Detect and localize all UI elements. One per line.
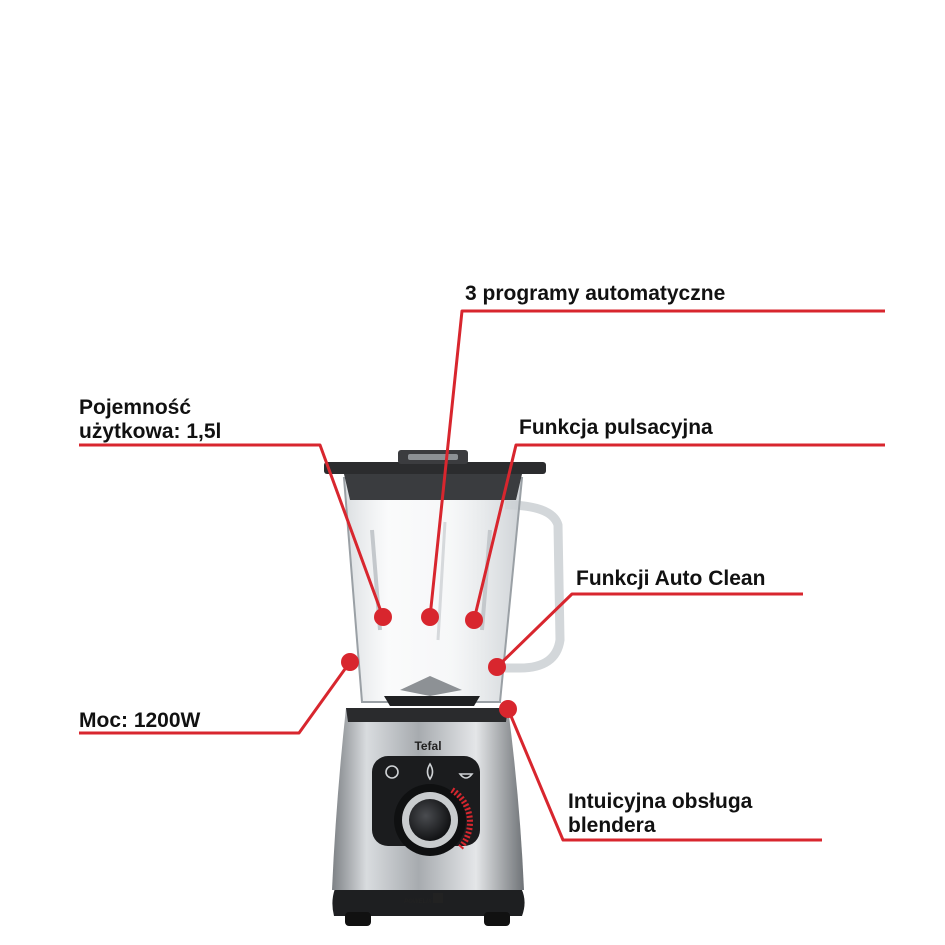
interface-leader — [506, 708, 822, 842]
smoothie-icon[interactable] — [385, 765, 399, 779]
programs-dot — [421, 608, 439, 626]
autoclean-dot — [488, 658, 506, 676]
power-label: Moc: 1200W — [79, 709, 200, 733]
autoclean-text: Funkcji Auto Clean — [576, 567, 766, 590]
ice-crush-icon[interactable] — [426, 762, 434, 781]
interface-text-line2: blendera — [568, 814, 656, 837]
interface-label: Intuicyjna obsługa blendera — [568, 790, 752, 838]
powelix-logo: POWELIX — [404, 899, 433, 905]
speed-dial[interactable] — [394, 784, 473, 856]
capacity-dot — [374, 608, 392, 626]
interface-dot — [499, 700, 517, 718]
power-text: Moc: 1200W — [79, 709, 201, 732]
power-leader — [79, 661, 352, 735]
autoclean-label: Funkcji Auto Clean — [576, 567, 765, 591]
powelix-x-icon — [433, 893, 443, 903]
callout-lines — [79, 309, 885, 842]
pulse-text: Funkcja pulsacyjna — [519, 416, 713, 439]
capacity-text-line1: Pojemność — [79, 396, 192, 419]
capacity-label: Pojemność użytkowa: 1,5l — [79, 396, 221, 444]
pulse-dot — [465, 611, 483, 629]
programs-label: 3 programy automatyczne — [465, 282, 725, 306]
capacity-text-line2: użytkowa: 1,5l — [79, 420, 222, 443]
pulse-leader — [472, 443, 885, 621]
capacity-leader — [79, 443, 385, 618]
callout-dots — [341, 608, 517, 718]
brand-logo: Tefal — [414, 739, 441, 753]
programs-text: 3 programy automatyczne — [465, 282, 726, 305]
interface-text-line1: Intuicyjna obsługa — [568, 790, 753, 813]
power-dot — [341, 653, 359, 671]
pulse-label: Funkcja pulsacyjna — [519, 416, 713, 440]
soup-icon[interactable] — [458, 773, 474, 779]
autoclean-leader — [495, 592, 803, 669]
programs-leader — [428, 309, 885, 618]
dial-knob[interactable] — [409, 799, 451, 841]
